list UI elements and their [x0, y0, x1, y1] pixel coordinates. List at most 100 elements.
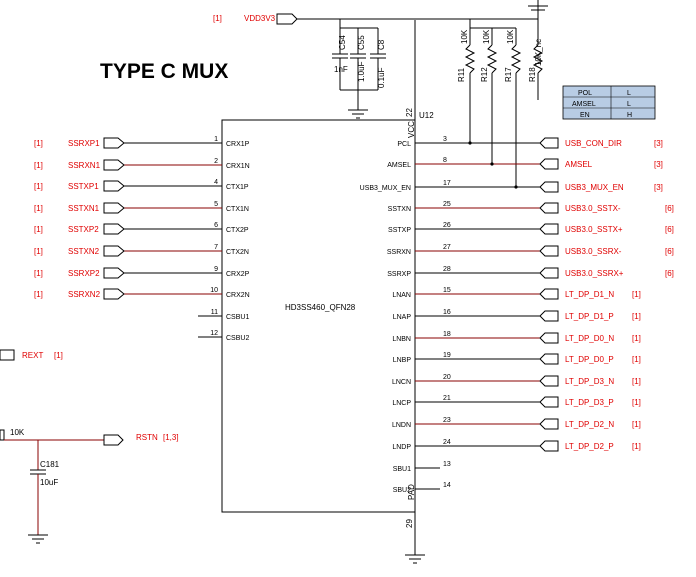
- net-ref-lt-dp-d3-n: [1]: [632, 377, 641, 386]
- cap-c54-value: 1nF: [334, 65, 348, 74]
- ic-body: [221, 119, 416, 513]
- net-label-lt-dp-d2-n: LT_DP_D2_N: [565, 420, 614, 429]
- schematic-title: TYPE C MUX: [100, 60, 228, 83]
- resistor-r12-ref: R12: [480, 67, 489, 82]
- port-usb3-0-ssrx-icon: [539, 267, 559, 279]
- net-ref-ssrxn1: [1]: [34, 161, 43, 170]
- net-label-lt-dp-d1-n: LT_DP_D1_N: [565, 290, 614, 299]
- ground-icon: [348, 109, 368, 119]
- net-ref-lt-dp-d2-p: [1]: [632, 442, 641, 451]
- resistor-r12-value: 10K: [482, 29, 491, 44]
- net-label-usb3-0-sstx: USB3.0_SSTX+: [565, 225, 623, 234]
- pin-number-19: 19: [443, 352, 451, 359]
- rstn-net-label: RSTN: [136, 433, 158, 442]
- pin-number-18: 18: [443, 331, 451, 338]
- resistor-r18-icon: [532, 44, 544, 74]
- junction-dot: [468, 141, 472, 145]
- port-lt-dp-d0-p-icon: [539, 353, 559, 365]
- pin-number-7: 7: [214, 244, 218, 251]
- port-ssrxp1-icon: [103, 137, 125, 149]
- pin-number-1: 1: [214, 136, 218, 143]
- pin-name-ssrxp: SSRXP: [387, 271, 411, 278]
- rext-net-ref: [1]: [54, 351, 63, 360]
- resistor-r11-icon: [464, 44, 476, 74]
- pin-number-28: 28: [443, 266, 451, 273]
- pin-number-11: 11: [211, 309, 218, 316]
- net-ref-ssrxp2: [1]: [34, 269, 43, 278]
- net-label-lt-dp-d0-p: LT_DP_D0_P: [565, 355, 614, 364]
- net-ref-sstxn1: [1]: [34, 204, 43, 213]
- pin-name-lnap: LNAP: [393, 314, 412, 321]
- port-sstxn1-icon: [103, 202, 125, 214]
- pin-name-ctx1p: CTX1P: [226, 184, 249, 191]
- config-signal-amsel: AMSEL: [572, 101, 596, 108]
- net-label-ssrxp1: SSRXP1: [68, 139, 100, 148]
- net-label-usb3-mux-en: USB3_MUX_EN: [565, 183, 624, 192]
- pin-number-27: 27: [443, 244, 451, 251]
- net-label-lt-dp-d1-p: LT_DP_D1_P: [565, 312, 614, 321]
- resistor-r17-value: 10K: [506, 29, 515, 44]
- resistor-r18-ref: R18: [528, 67, 537, 82]
- net-label-usb3-0-sstx: USB3.0_SSTX-: [565, 204, 621, 213]
- vcc-pin-number: 22: [405, 108, 414, 117]
- config-table: POL L AMSEL L EN H: [562, 85, 656, 120]
- pin-number-5: 5: [214, 201, 218, 208]
- port-amsel-icon: [539, 158, 559, 170]
- pin-name-crx1n: CRX1N: [226, 163, 250, 170]
- pin-name-ctx2n: CTX2N: [226, 249, 249, 256]
- pin-name-lnbp: LNBP: [393, 357, 412, 364]
- net-ref-lt-dp-d1-p: [1]: [632, 312, 641, 321]
- config-level-pol: L: [627, 90, 631, 97]
- port-usb3-mux-en-icon: [539, 181, 559, 193]
- pin-number-16: 16: [443, 309, 451, 316]
- pin-number-12: 12: [210, 330, 218, 337]
- net-ref-usb3-mux-en: [3]: [654, 183, 663, 192]
- net-ref-amsel: [3]: [654, 160, 663, 169]
- pin-number-17: 17: [443, 180, 451, 187]
- reset-ground-icon: [28, 534, 48, 544]
- net-label-ssrxn2: SSRXN2: [68, 290, 101, 299]
- power-port-icon: [276, 13, 298, 25]
- net-ref-usb-con-dir: [3]: [654, 139, 663, 148]
- net-label-amsel: AMSEL: [565, 160, 593, 169]
- net-label-usb3-0-ssrx: USB3.0_SSRX+: [565, 269, 624, 278]
- port-lt-dp-d1-p-icon: [539, 310, 559, 322]
- net-label-lt-dp-d0-n: LT_DP_D0_N: [565, 334, 614, 343]
- net-ref-sstxn2: [1]: [34, 247, 43, 256]
- config-level-en: H: [627, 112, 632, 119]
- capacitor-c8-icon: [370, 53, 386, 59]
- pin-number-25: 25: [443, 201, 451, 208]
- resistor-r12-icon: [486, 44, 498, 74]
- pin-name-ctx2p: CTX2P: [226, 227, 249, 234]
- net-ref-ssrxp1: [1]: [34, 139, 43, 148]
- net-label-sstxn2: SSTXN2: [68, 247, 100, 256]
- ic-part-number: HD3SS460_QFN28: [285, 303, 356, 312]
- rext-net-label: REXT: [22, 351, 43, 360]
- net-label-lt-dp-d2-p: LT_DP_D2_P: [565, 442, 614, 451]
- pin-number-8: 8: [443, 157, 447, 164]
- power-net-ref: [1]: [213, 14, 222, 23]
- net-ref-lt-dp-d2-n: [1]: [632, 420, 641, 429]
- net-label-usb3-0-ssrx: USB3.0_SSRX-: [565, 247, 622, 256]
- pin-name-csbu1: CSBU1: [226, 314, 249, 321]
- pin-number-24: 24: [443, 439, 451, 446]
- cap-c8-value: 0.1uF: [377, 67, 386, 88]
- net-label-sstxp1: SSTXP1: [68, 182, 99, 191]
- port-usb3-0-ssrx-icon: [539, 245, 559, 257]
- pin-name-usb3-mux-en: USB3_MUX_EN: [360, 185, 411, 192]
- port-lt-dp-d2-p-icon: [539, 440, 559, 452]
- rstn-net-ref: [1,3]: [163, 433, 179, 442]
- capacitor-c181-icon: [30, 469, 46, 475]
- net-label-lt-dp-d3-p: LT_DP_D3_P: [565, 398, 614, 407]
- ic-ref: U12: [419, 111, 434, 120]
- net-ref-lt-dp-d3-p: [1]: [632, 398, 641, 407]
- capacitor-c54-icon: [332, 53, 348, 59]
- net-ref-usb3-0-ssrx: [6]: [665, 269, 674, 278]
- pin-number-15: 15: [443, 287, 451, 294]
- pin-name-sstxp: SSTXP: [388, 227, 411, 234]
- left-pin-group: SSRXP1[1]1CRX1PSSRXN1[1]2CRX1NSSTXP1[1]4…: [34, 136, 250, 342]
- pin-name-lncn: LNCN: [392, 379, 411, 386]
- net-label-lt-dp-d3-n: LT_DP_D3_N: [565, 377, 614, 386]
- rext-port-icon: [0, 349, 15, 361]
- rstn-port-icon: [103, 434, 124, 446]
